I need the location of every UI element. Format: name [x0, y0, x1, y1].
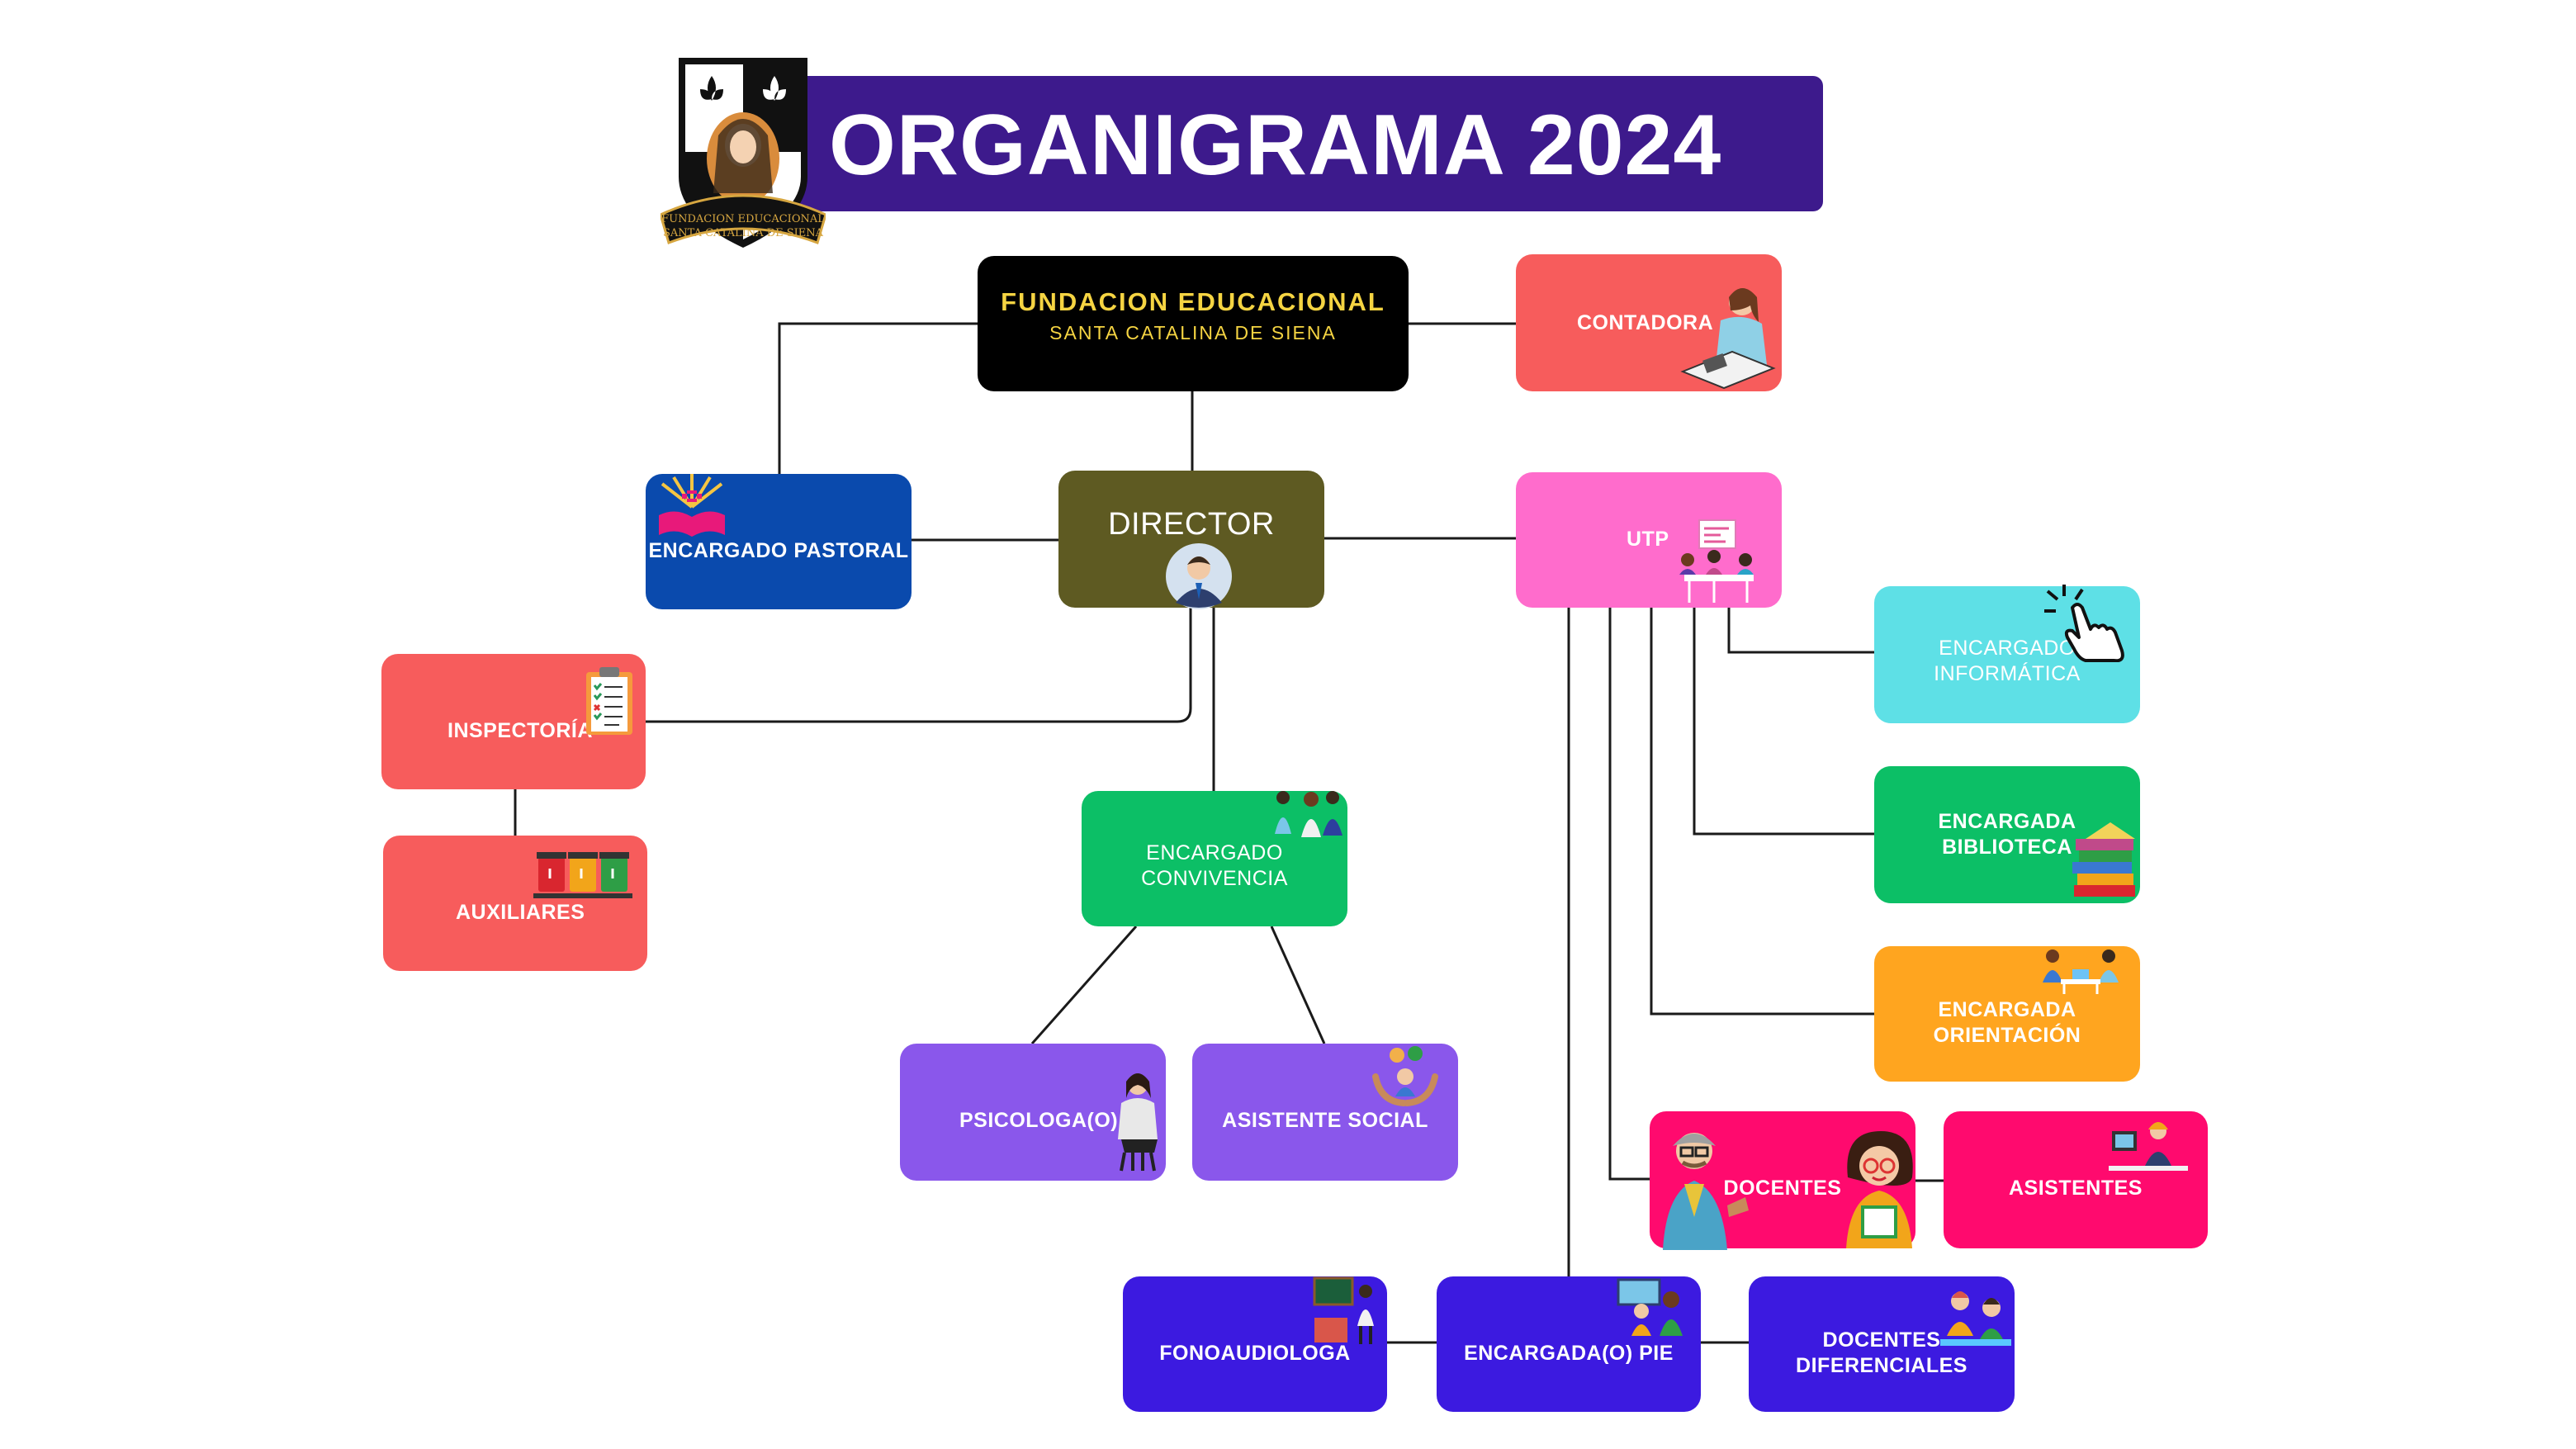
diferenciales-label-1: DOCENTES	[1822, 1328, 1941, 1352]
counselor-icon	[2043, 949, 2119, 994]
students-icon	[1940, 1291, 2011, 1346]
svg-text:FUNDACION EDUCACIONAL: FUNDACION EDUCACIONAL	[661, 213, 825, 225]
fundacion-node	[978, 256, 1409, 391]
hands-care-icon	[1372, 1046, 1438, 1106]
orientacion-label-2: ORIENTACIÓN	[1933, 1024, 2081, 1047]
page-title: ORGANIGRAMA 2024	[829, 97, 1722, 193]
biblioteca-label-1: ENCARGADA	[1938, 810, 2076, 833]
auxiliares-label: AUXILIARES	[456, 901, 585, 924]
psychologist-icon	[1118, 1073, 1158, 1172]
special-ed-icon	[1617, 1278, 1683, 1336]
family-icon	[1275, 791, 1342, 837]
biblioteca-label-2: BIBLIOTECA	[1942, 836, 2072, 859]
logo-crest-icon: FUNDACION EDUCACIONAL SANTA CATALINA DE …	[661, 58, 826, 248]
accountant-icon	[1680, 288, 1776, 390]
docentes-label: DOCENTES	[1723, 1177, 1842, 1200]
asistente-social-node	[1192, 1044, 1458, 1181]
pointer-hand-icon	[2044, 585, 2124, 662]
director-label: DIRECTOR	[1108, 507, 1275, 542]
utp-label: UTP	[1627, 528, 1669, 551]
assistant-icon	[2109, 1122, 2188, 1171]
teacher-man-icon	[1663, 1133, 1749, 1250]
svg-text:SANTA CATALINA DE SIENA: SANTA CATALINA DE SIENA	[663, 227, 824, 239]
utp-node	[1516, 472, 1782, 608]
contadora-label: CONTADORA	[1577, 311, 1714, 334]
informatica-label-2: INFORMÁTICA	[1934, 662, 2081, 685]
convivencia-node	[1082, 791, 1347, 926]
blackboard-teacher-icon	[1313, 1276, 1374, 1344]
fundacion-subtitle: SANTA CATALINA DE SIENA	[1049, 322, 1337, 343]
orientacion-node	[1874, 946, 2140, 1082]
informatica-label-1: ENCARGADO	[1939, 637, 2076, 660]
title-banner	[793, 76, 1823, 211]
clipboard-icon	[586, 667, 632, 735]
pie-label: ENCARGADA(O) PIE	[1464, 1342, 1674, 1365]
orientacion-label-1: ENCARGADA	[1938, 998, 2076, 1021]
convivencia-label-2: CONVIVENCIA	[1141, 867, 1288, 890]
asistente-social-label: ASISTENTE SOCIAL	[1222, 1109, 1428, 1132]
pastoral-node	[646, 474, 912, 609]
director-avatar-icon	[1166, 543, 1232, 609]
asistentes-label: ASISTENTES	[2009, 1177, 2143, 1200]
psicologa-label: PSICOLOGA(O)	[959, 1109, 1119, 1132]
bible-icon	[659, 474, 725, 537]
diferenciales-label-2: DIFERENCIALES	[1796, 1354, 1968, 1377]
recycle-bins-icon	[533, 852, 632, 898]
teacher-woman-icon	[1846, 1131, 1913, 1248]
meeting-icon	[1679, 519, 1754, 603]
convivencia-label-1: ENCARGADO	[1146, 841, 1283, 864]
pastoral-label: ENCARGADO PASTORAL	[648, 539, 909, 562]
fonoaudiologa-label: FONOAUDIOLOGA	[1159, 1342, 1351, 1365]
inspectoria-label: INSPECTORÍA	[447, 719, 593, 742]
books-icon	[2072, 822, 2135, 897]
fundacion-title: FUNDACION EDUCACIONAL	[1001, 287, 1385, 316]
